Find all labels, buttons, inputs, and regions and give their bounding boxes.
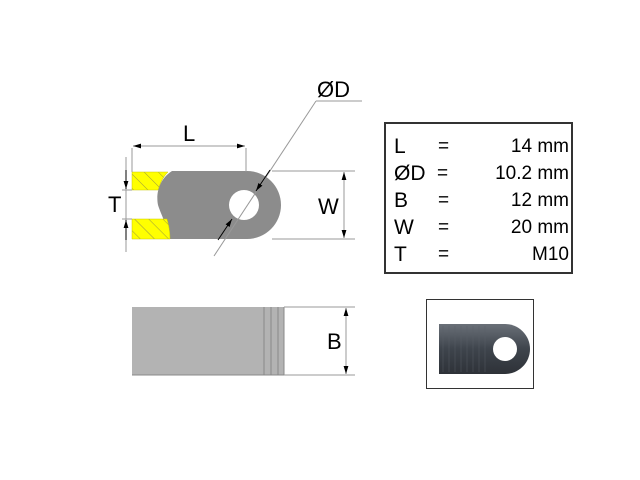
spec-key: ØD bbox=[394, 162, 426, 185]
thread-section-bottom bbox=[131, 218, 171, 240]
thread-section-top bbox=[131, 171, 169, 191]
spec-value: 20 mm bbox=[510, 217, 569, 238]
spec-row-W: W = 20 mm bbox=[394, 215, 569, 241]
side-body bbox=[132, 307, 284, 375]
spec-table: L = 14 mm ØD = 10.2 mm B = 12 mm W = 20 … bbox=[384, 122, 573, 274]
eye-hole bbox=[229, 190, 259, 220]
spec-eq: = bbox=[438, 136, 450, 157]
spec-eq: = bbox=[438, 244, 450, 265]
label-W: W bbox=[318, 194, 339, 219]
side-view bbox=[132, 306, 355, 376]
dim-leader-D bbox=[213, 100, 317, 257]
label-B: B bbox=[327, 329, 342, 354]
spec-eq: = bbox=[437, 163, 449, 184]
top-view bbox=[122, 100, 362, 257]
spec-value: 12 mm bbox=[510, 190, 569, 211]
spec-value: M10 bbox=[532, 244, 569, 265]
lug-photo-icon bbox=[439, 324, 530, 374]
lug-body bbox=[157, 171, 281, 239]
spec-key: W bbox=[394, 216, 414, 239]
label-T: T bbox=[108, 192, 122, 217]
spec-row-B: B = 12 mm bbox=[394, 188, 569, 214]
spec-key: T bbox=[394, 243, 407, 266]
spec-row-D: ØD = 10.2 mm bbox=[394, 161, 569, 187]
spec-key: L bbox=[394, 135, 406, 158]
spec-value: 14 mm bbox=[510, 136, 569, 157]
label-L: L bbox=[183, 121, 196, 146]
spec-value: 10.2 mm bbox=[495, 163, 569, 184]
spec-eq: = bbox=[438, 190, 450, 211]
spec-key: B bbox=[394, 189, 409, 212]
product-photo bbox=[426, 299, 534, 389]
label-D: ØD bbox=[317, 77, 350, 102]
spec-row-L: L = 14 mm bbox=[394, 134, 569, 160]
spec-row-T: T = M10 bbox=[394, 242, 569, 268]
spec-eq: = bbox=[438, 217, 450, 238]
